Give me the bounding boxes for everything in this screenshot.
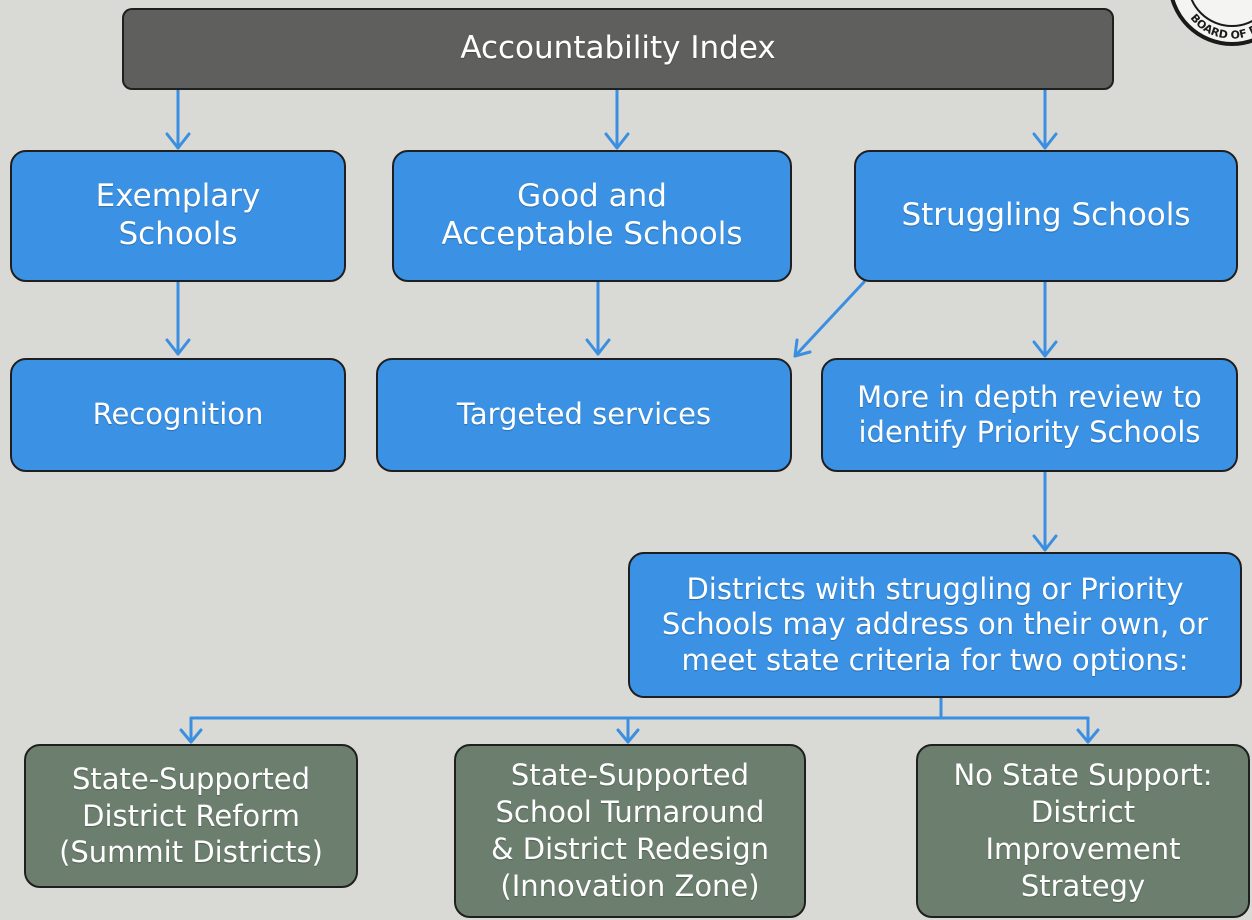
state-board-seal-icon: BOARD OF E	[1170, 0, 1252, 46]
innovation-zone-label: State-Supported School Turnaround & Dist…	[490, 758, 770, 903]
districts-options-box: Districts with struggling or Priority Sc…	[628, 552, 1242, 698]
districts-options-label: Districts with struggling or Priority Sc…	[661, 571, 1209, 677]
summit-districts-box: State-Supported District Reform (Summit …	[24, 744, 358, 888]
exemplary-schools-box: Exemplary Schools	[10, 150, 346, 282]
exemplary-schools-label: Exemplary Schools	[95, 178, 261, 252]
no-state-support-box: No State Support: District Improvement S…	[916, 744, 1250, 918]
in-depth-review-label: More in depth review to identify Priorit…	[857, 379, 1202, 449]
struggling-schools-label: Struggling Schools	[901, 197, 1191, 234]
accountability-index-label: Accountability Index	[460, 30, 776, 67]
no-state-support-label: No State Support: District Improvement S…	[953, 758, 1213, 903]
targeted-services-label: Targeted services	[456, 397, 712, 432]
struggling-schools-box: Struggling Schools	[854, 150, 1238, 282]
recognition-label: Recognition	[92, 397, 264, 432]
good-acceptable-schools-box: Good and Acceptable Schools	[392, 150, 792, 282]
accountability-index-box: Accountability Index	[122, 8, 1114, 90]
summit-districts-label: State-Supported District Reform (Summit …	[59, 761, 323, 870]
good-acceptable-schools-label: Good and Acceptable Schools	[441, 178, 743, 252]
recognition-box: Recognition	[10, 358, 346, 472]
targeted-services-box: Targeted services	[376, 358, 792, 472]
innovation-zone-box: State-Supported School Turnaround & Dist…	[454, 744, 806, 918]
arrow-struggling-targeted	[793, 280, 866, 358]
in-depth-review-box: More in depth review to identify Priorit…	[821, 358, 1238, 472]
